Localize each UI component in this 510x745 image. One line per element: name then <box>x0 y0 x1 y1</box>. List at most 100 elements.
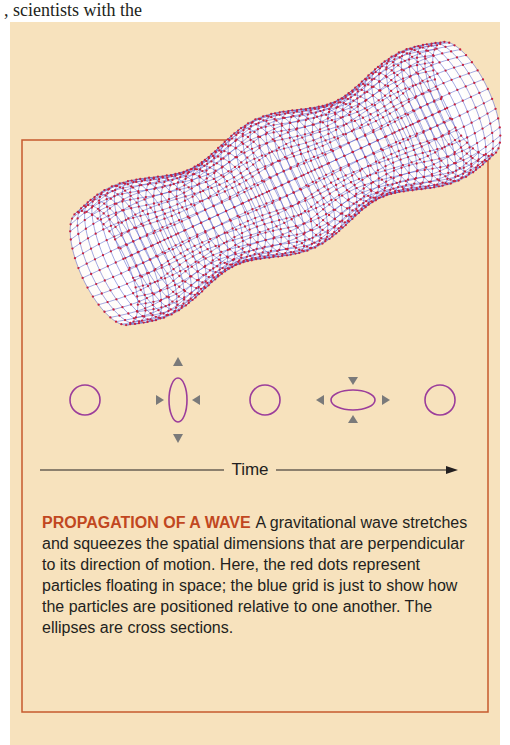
particle-dot <box>409 75 411 77</box>
particle-dot <box>438 185 440 187</box>
particle-dot <box>396 74 398 76</box>
particle-dot <box>477 151 479 153</box>
particle-dot <box>93 198 95 200</box>
caption-text: A gravitational wave stretches and squee… <box>42 514 467 636</box>
particle-dot <box>104 279 106 281</box>
particle-dot <box>155 255 157 257</box>
particle-dot <box>257 234 259 236</box>
particle-dot <box>92 200 94 202</box>
particle-dot <box>246 156 248 158</box>
particle-dot <box>137 197 139 199</box>
particle-dot <box>145 189 147 191</box>
particle-dot <box>412 109 414 111</box>
particle-dot <box>296 135 298 137</box>
particle-dot <box>139 237 141 239</box>
particle-dot <box>281 123 283 125</box>
particle-dot <box>156 220 158 222</box>
particle-dot <box>347 220 349 222</box>
particle-dot <box>258 253 260 255</box>
particle-dot <box>337 227 339 229</box>
particle-dot <box>382 116 384 118</box>
particle-dot <box>315 181 317 183</box>
particle-dot <box>436 124 438 126</box>
particle-dot <box>106 198 108 200</box>
particle-dot <box>257 122 259 124</box>
particle-dot <box>176 188 178 190</box>
particle-dot <box>343 155 345 157</box>
particle-dot <box>310 206 312 208</box>
particle-dot <box>408 98 410 100</box>
particle-dot <box>275 210 277 212</box>
particle-dot <box>251 122 253 124</box>
particle-dot <box>381 65 383 67</box>
particle-dot <box>426 140 428 142</box>
particle-dot <box>171 300 173 302</box>
particle-dot <box>162 312 164 314</box>
particle-dot <box>261 193 263 195</box>
particle-dot <box>160 289 162 291</box>
particle-dot <box>293 245 295 247</box>
particle-dot <box>397 186 399 188</box>
particle-dot <box>352 100 354 102</box>
particle-dot <box>369 119 371 121</box>
particle-dot <box>340 97 342 99</box>
particle-dot <box>190 168 192 170</box>
particle-dot <box>378 81 380 83</box>
particle-dot <box>425 186 427 188</box>
particle-dot <box>114 189 116 191</box>
particle-dot <box>338 194 340 196</box>
particle-dot <box>322 197 324 199</box>
particle-dot <box>132 217 134 219</box>
particle-dot <box>240 257 242 259</box>
particle-dot <box>161 264 163 266</box>
particle-dot <box>263 223 265 225</box>
particle-dot <box>375 172 377 174</box>
particle-dot <box>214 245 216 247</box>
particle-dot <box>135 181 137 183</box>
particle-dot <box>397 91 399 93</box>
particle-dot <box>195 287 197 289</box>
particle-dot <box>328 214 330 216</box>
particle-dot <box>341 220 343 222</box>
particle-dot <box>237 129 239 131</box>
particle-dot <box>233 206 235 208</box>
particle-dot <box>258 205 260 207</box>
particle-dot <box>305 159 307 161</box>
particle-dot <box>368 143 370 145</box>
particle-dot <box>424 169 426 171</box>
particle-dot <box>204 230 206 232</box>
particle-dot <box>349 103 351 105</box>
particle-dot <box>124 257 126 259</box>
particle-dot <box>174 310 176 312</box>
particle-dot <box>300 213 302 215</box>
particle-dot <box>128 269 130 271</box>
particle-dot <box>433 186 435 188</box>
particle-dot <box>419 142 421 144</box>
particle-dot <box>318 166 320 168</box>
particle-dot <box>367 74 369 76</box>
particle-dot <box>197 164 199 166</box>
particle-dot <box>95 233 97 235</box>
particle-dot <box>217 214 219 216</box>
particle-dot <box>417 73 419 75</box>
particle-dot <box>414 178 416 180</box>
particle-dot <box>167 179 169 181</box>
particle-dot <box>261 180 263 182</box>
particle-dot <box>218 149 220 151</box>
particle-dot <box>97 217 99 219</box>
particle-dot <box>149 179 151 181</box>
particle-dot <box>259 231 261 233</box>
particle-dot <box>178 309 180 311</box>
particle-dot <box>342 133 344 135</box>
particle-dot <box>254 118 256 120</box>
particle-dot <box>108 218 110 220</box>
particle-dot <box>273 236 275 238</box>
particle-dot <box>115 320 117 322</box>
particle-dot <box>365 79 367 81</box>
particle-dot <box>273 128 275 130</box>
particle-dot <box>444 46 446 48</box>
particle-dot <box>378 177 380 179</box>
particle-dot <box>204 257 206 259</box>
particle-dot <box>171 274 173 276</box>
particle-dot <box>71 217 73 219</box>
